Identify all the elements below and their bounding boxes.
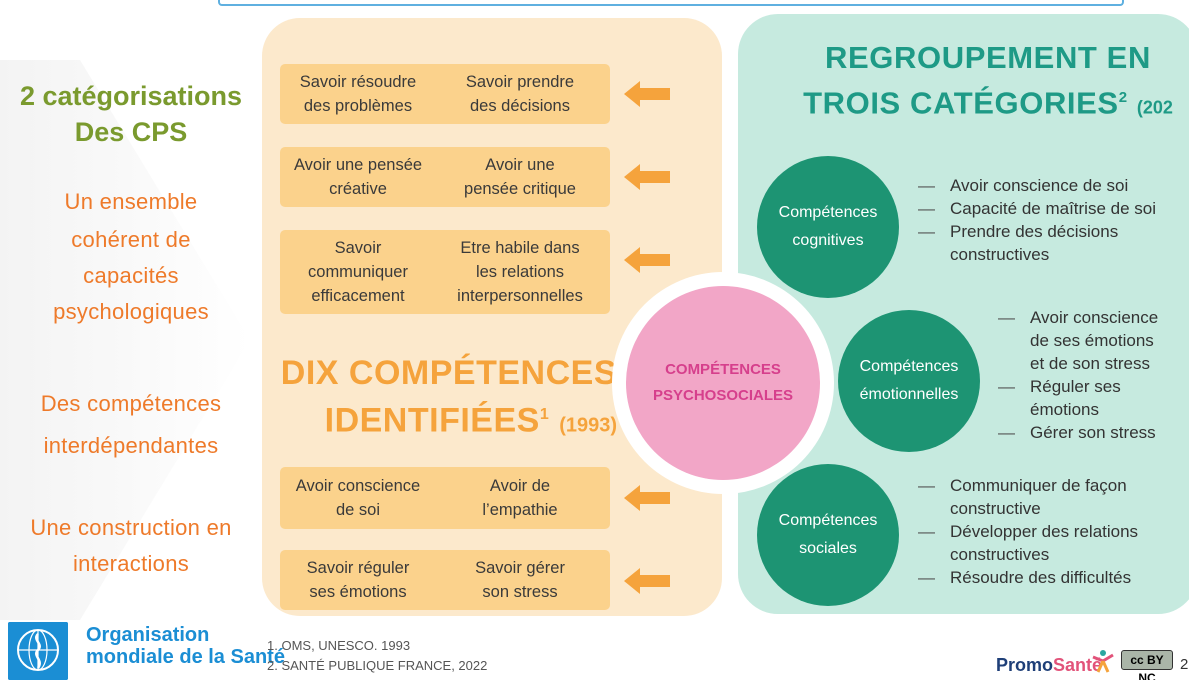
left-background-chevron <box>0 60 250 620</box>
skill-text: Savoir communiquer efficacement <box>308 239 408 305</box>
arrow-left-icon <box>624 247 670 273</box>
category-circle-emotionnelles: Compétences émotionnelles <box>838 310 980 452</box>
arrow-left-icon <box>624 568 670 594</box>
promo-text: Promo <box>996 655 1054 675</box>
list-item: Réguler ses émotions <box>998 375 1189 421</box>
list-item: Gérer son stress <box>998 421 1189 444</box>
skill-box: Savoir réguler ses émotions Savoir gérer… <box>280 550 610 610</box>
page-number: 2 <box>1180 656 1189 673</box>
skill-text: Avoir de l’empathie <box>482 477 558 519</box>
list-item: Développer des relations constructives <box>918 520 1189 566</box>
list-item: Avoir conscience de soi <box>918 174 1189 197</box>
dix-title-line2: IDENTIFIÉES <box>324 401 540 440</box>
who-name: Organisation mondiale de la Santé <box>86 624 285 668</box>
left-item: Des compétences <box>40 391 222 416</box>
arrow-left-icon <box>624 164 670 190</box>
skill-text: Avoir conscience de soi <box>295 477 421 519</box>
skill-text: Savoir gérer son stress <box>475 559 565 601</box>
skill-text: Savoir réguler ses émotions <box>306 559 410 601</box>
left-title: 2 catégorisations Des CPS <box>0 78 262 150</box>
promosante-figure-icon <box>1092 650 1114 673</box>
left-title-line2: Des CPS <box>74 117 188 147</box>
skill-text: Savoir prendre des décisions <box>465 73 575 115</box>
list-item: Capacité de maîtrise de soi <box>918 197 1189 220</box>
category-list-sociales: Communiquer de façon constructive Dévelo… <box>918 474 1189 589</box>
references: 1. OMS, UNESCO. 1993 2. SANTÉ PUBLIQUE F… <box>267 638 488 673</box>
skill-text: Etre habile dans les relations interpers… <box>457 239 583 305</box>
regroupement-title: REGROUPEMENT EN TROIS CATÉGORIES2 (202 <box>788 38 1188 127</box>
skill-box: Savoir résoudre des problèmes Savoir pre… <box>280 64 610 124</box>
category-list-emotionnelles: Avoir conscience de ses émotions et de s… <box>998 306 1189 444</box>
dix-title-line1: DIX COMPÉTENCES <box>280 354 617 392</box>
left-item: Un ensemble <box>64 189 198 214</box>
left-item: interactions <box>72 551 190 576</box>
reg-title-line1: REGROUPEMENT EN <box>825 40 1151 75</box>
left-item: cohérent de <box>71 227 191 252</box>
list-item: Résoudre des difficultés <box>918 566 1189 589</box>
arrow-left-icon <box>624 485 670 511</box>
list-item: Prendre des décisions constructives <box>918 220 1189 266</box>
arrow-left-icon <box>624 81 670 107</box>
left-item: interdépendantes <box>43 433 219 458</box>
reg-year: (202 <box>1136 97 1173 118</box>
left-title-line1: 2 catégorisations <box>19 81 243 111</box>
creative-commons-badge: cc BY NC <box>1121 650 1173 680</box>
top-blue-rule <box>218 0 1124 6</box>
left-item: Une construction en <box>30 515 232 540</box>
promosante-logo: PromoSanté <box>996 655 1102 676</box>
skill-text: Avoir une pensée créative <box>293 156 423 198</box>
skill-box: Savoir communiquer efficacement Etre hab… <box>280 230 610 314</box>
left-item: capacités <box>83 263 179 288</box>
dix-competences-title: DIX COMPÉTENCES IDENTIFIÉES1 (1993) <box>262 352 617 446</box>
list-item: Communiquer de façon constructive <box>918 474 1189 520</box>
reg-superscript: 2 <box>1118 89 1128 106</box>
dix-superscript: 1 <box>539 406 550 423</box>
category-list-cognitives: Avoir conscience de soi Capacité de maît… <box>918 174 1189 266</box>
competences-psychosociales-circle: COMPÉTENCES PSYCHOSOCIALES <box>626 286 820 480</box>
dix-year: (1993) <box>559 414 617 437</box>
skill-text: Avoir une pensée critique <box>464 156 576 198</box>
category-circle-sociales: Compétences sociales <box>757 464 899 606</box>
skill-box: Avoir une pensée créative Avoir une pens… <box>280 147 610 207</box>
promo-accent-text: Santé <box>1053 655 1103 675</box>
skill-box: Avoir conscience de soi Avoir de l’empat… <box>280 467 610 529</box>
reg-title-line2: TROIS CATÉGORIES <box>803 85 1119 121</box>
list-item: Avoir conscience de ses émotions et de s… <box>998 306 1189 375</box>
category-circle-cognitives: Compétences cognitives <box>757 156 899 298</box>
skill-text: Savoir résoudre des problèmes <box>299 73 417 115</box>
who-emblem-icon <box>8 622 68 680</box>
left-item: psychologiques <box>53 299 209 324</box>
